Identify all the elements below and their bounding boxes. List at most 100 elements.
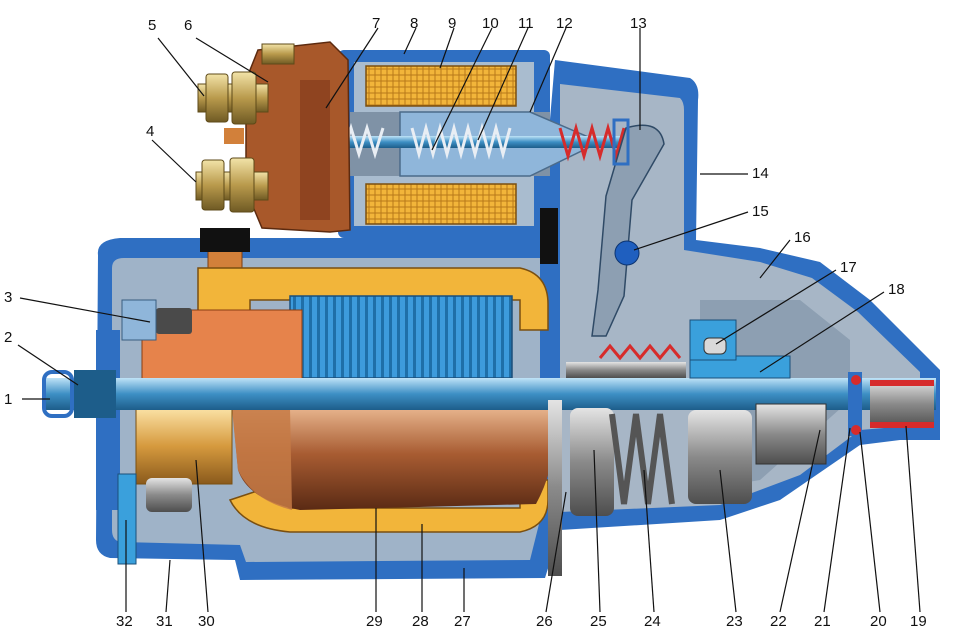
leader-25: [593, 449, 601, 613]
callout-20: 20: [870, 613, 887, 630]
terminal-cover: [245, 41, 351, 233]
leader-6: [195, 37, 269, 83]
shift-lever-assembly: [591, 118, 665, 337]
callout-11: 11: [518, 15, 534, 32]
stop-ring-bottom: [851, 425, 861, 435]
leader-5: [157, 37, 205, 97]
callout-15: 15: [752, 203, 769, 220]
leader-10: [431, 27, 493, 151]
drive-collar: [566, 362, 686, 378]
callout-23: 23: [726, 613, 743, 630]
leader-16: [759, 239, 791, 279]
upper-terminal-bolt: [197, 43, 295, 125]
leader-22: [779, 429, 821, 613]
leader-lines: [17, 27, 921, 613]
callout-24: 24: [644, 613, 661, 630]
commutator-end-cap: [96, 330, 120, 510]
leader-24: [643, 469, 655, 613]
armature: [121, 295, 554, 510]
leader-19: [905, 425, 921, 613]
callout-32: 32: [116, 613, 133, 630]
leader-4: [151, 139, 197, 183]
callout-22: 22: [770, 613, 787, 630]
callout-16: 16: [794, 229, 811, 246]
brush-spring: [146, 478, 192, 512]
leader-9: [439, 27, 455, 69]
drive-sleeve: [689, 355, 791, 379]
terminal-lead: [224, 128, 244, 144]
callout-28: 28: [412, 613, 429, 630]
drive-bushing: [870, 380, 934, 428]
callout-29: 29: [366, 613, 383, 630]
callout-8: 8: [410, 15, 419, 32]
armature-winding-lower: [232, 408, 554, 510]
solenoid-winding-top: [365, 65, 517, 107]
leader-31: [165, 559, 171, 613]
callout-25: 25: [590, 613, 607, 630]
overrunning-clutch: [688, 410, 752, 504]
callout-7: 7: [372, 15, 381, 32]
intermediate-plate: [548, 400, 562, 576]
leader-30: [195, 459, 209, 613]
brush-end: [117, 473, 192, 565]
callout-17: 17: [840, 259, 857, 276]
shaft-assembly: [42, 319, 936, 576]
leader-3: [19, 297, 151, 323]
callout-18: 18: [888, 281, 905, 298]
plunger-spring: [410, 122, 512, 160]
callout-2: 2: [4, 329, 13, 346]
callout-3: 3: [4, 289, 13, 306]
terminal-cover-ridge: [300, 80, 330, 220]
callout-30: 30: [198, 613, 215, 630]
retaining-ring: [848, 372, 862, 436]
leader-17: [715, 269, 837, 345]
callout-13: 13: [630, 15, 647, 32]
armature-winding-fan: [232, 408, 292, 510]
callout-14: 14: [752, 165, 769, 182]
callout-27: 27: [454, 613, 471, 630]
pinion-gear: [755, 403, 827, 465]
strap-insulator: [200, 228, 250, 252]
terminal-assembly: [195, 41, 558, 279]
leader-20: [859, 431, 881, 613]
leader-18: [759, 291, 885, 373]
leader-23: [719, 469, 737, 613]
leader-26: [545, 491, 567, 613]
buffer-spring-top: [598, 343, 682, 361]
leader-15: [633, 211, 749, 251]
callout-5: 5: [148, 17, 157, 34]
callout-19: 19: [910, 613, 927, 630]
drive-seal-top: [870, 380, 934, 386]
brush-plate: [117, 473, 137, 565]
drive-seal-bottom: [870, 422, 934, 428]
solenoid: [300, 50, 630, 238]
strap-insulator-right: [540, 208, 558, 264]
callout-6: 6: [184, 17, 193, 34]
stop-ring-top: [851, 375, 861, 385]
callout-4: 4: [146, 123, 155, 140]
leader-8: [403, 27, 417, 55]
clutch-roller: [703, 337, 727, 355]
callout-1: 1: [4, 391, 13, 408]
lower-terminal-bolt: [195, 157, 269, 213]
callout-21: 21: [814, 613, 831, 630]
leader-11: [477, 27, 529, 141]
callout-31: 31: [156, 613, 173, 630]
armature-core-upper: [289, 295, 513, 379]
lever-bracket: [612, 118, 630, 166]
leader-2: [17, 344, 79, 386]
drive-gear-cup: [570, 408, 614, 516]
leader-12: [529, 27, 567, 113]
brush: [156, 308, 192, 334]
callout-9: 9: [448, 15, 457, 32]
commutator-lower: [135, 407, 233, 485]
callout-26: 26: [536, 613, 553, 630]
leader-7: [325, 27, 379, 109]
solenoid-winding-bottom: [365, 183, 517, 225]
callout-12: 12: [556, 15, 573, 32]
lever-pivot: [614, 240, 640, 266]
callout-10: 10: [482, 15, 499, 32]
shaft-bushing: [74, 370, 116, 418]
